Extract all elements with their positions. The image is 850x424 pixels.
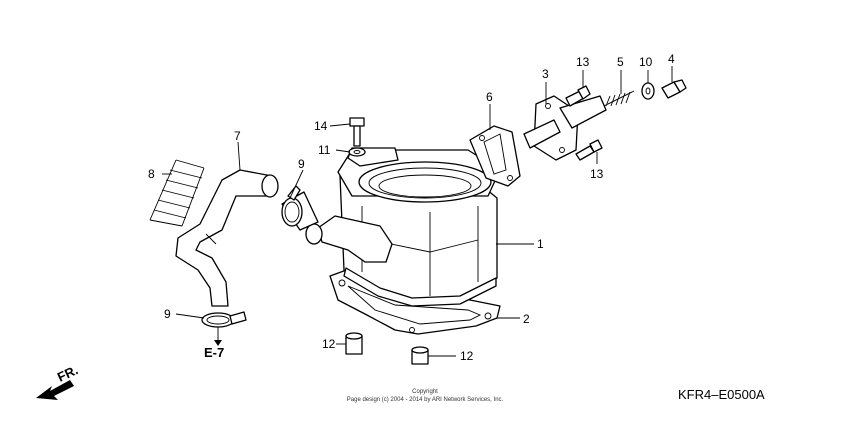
part-14-bolt[interactable] <box>349 117 365 147</box>
callout-13-lower[interactable]: 13 <box>590 167 604 181</box>
part-13-bolt-upper[interactable] <box>565 85 591 107</box>
callout-12-right[interactable]: 12 <box>460 349 474 363</box>
part-4-sealing-bolt[interactable] <box>661 79 687 99</box>
callout-7[interactable]: 7 <box>234 129 241 143</box>
reference-e7[interactable]: E-7 <box>204 340 224 360</box>
part-12-dowel-pin-right[interactable] <box>411 346 429 365</box>
callout-1[interactable]: 1 <box>537 237 544 251</box>
reference-label[interactable]: E-7 <box>204 345 224 360</box>
front-label: FR. <box>55 362 80 384</box>
callout-2[interactable]: 2 <box>523 312 530 326</box>
callout-10[interactable]: 10 <box>639 55 653 69</box>
part-10-washer[interactable] <box>641 82 655 100</box>
diagram-code: KFR4–E0500A <box>678 387 765 402</box>
callout-3[interactable]: 3 <box>542 67 549 81</box>
part-7-water-hose[interactable] <box>175 169 279 307</box>
part-11-washer[interactable] <box>348 147 366 157</box>
callout-5[interactable]: 5 <box>617 55 624 69</box>
part-6-tensioner-gasket[interactable] <box>469 125 521 187</box>
front-direction-arrow-icon <box>36 380 74 400</box>
part-9-hose-clamp-lower[interactable] <box>201 311 247 328</box>
callout-6[interactable]: 6 <box>486 90 493 104</box>
part-1-cylinder[interactable] <box>281 147 501 307</box>
reference-arrow-icon <box>214 340 222 346</box>
copyright-line-1: Copyright <box>412 389 438 395</box>
front-direction-indicator: FR. <box>36 362 80 400</box>
part-8-hose-protector[interactable] <box>149 159 205 227</box>
callout-13-upper[interactable]: 13 <box>576 55 590 69</box>
part-12-dowel-pin-left[interactable] <box>345 332 363 355</box>
callout-14[interactable]: 14 <box>314 119 328 133</box>
callout-9-upper[interactable]: 9 <box>298 157 305 171</box>
part-3-cam-chain-tensioner[interactable] <box>523 95 607 161</box>
callout-9-lower[interactable]: 9 <box>164 307 171 321</box>
part-9-hose-clamp-upper[interactable] <box>281 185 303 227</box>
callout-12-left[interactable]: 12 <box>322 337 336 351</box>
callout-11[interactable]: 11 <box>318 143 331 157</box>
part-5-spring[interactable] <box>603 90 635 107</box>
callout-8[interactable]: 8 <box>148 167 155 181</box>
callout-labels: 1 2 3 4 5 6 7 8 9 9 10 11 12 12 13 13 14 <box>148 52 675 363</box>
callout-4[interactable]: 4 <box>668 52 675 66</box>
copyright-line-2: Page design (c) 2004 - 2014 by ARI Netwo… <box>347 397 504 403</box>
part-13-bolt-lower[interactable] <box>575 139 603 161</box>
leader-lines <box>162 66 673 357</box>
